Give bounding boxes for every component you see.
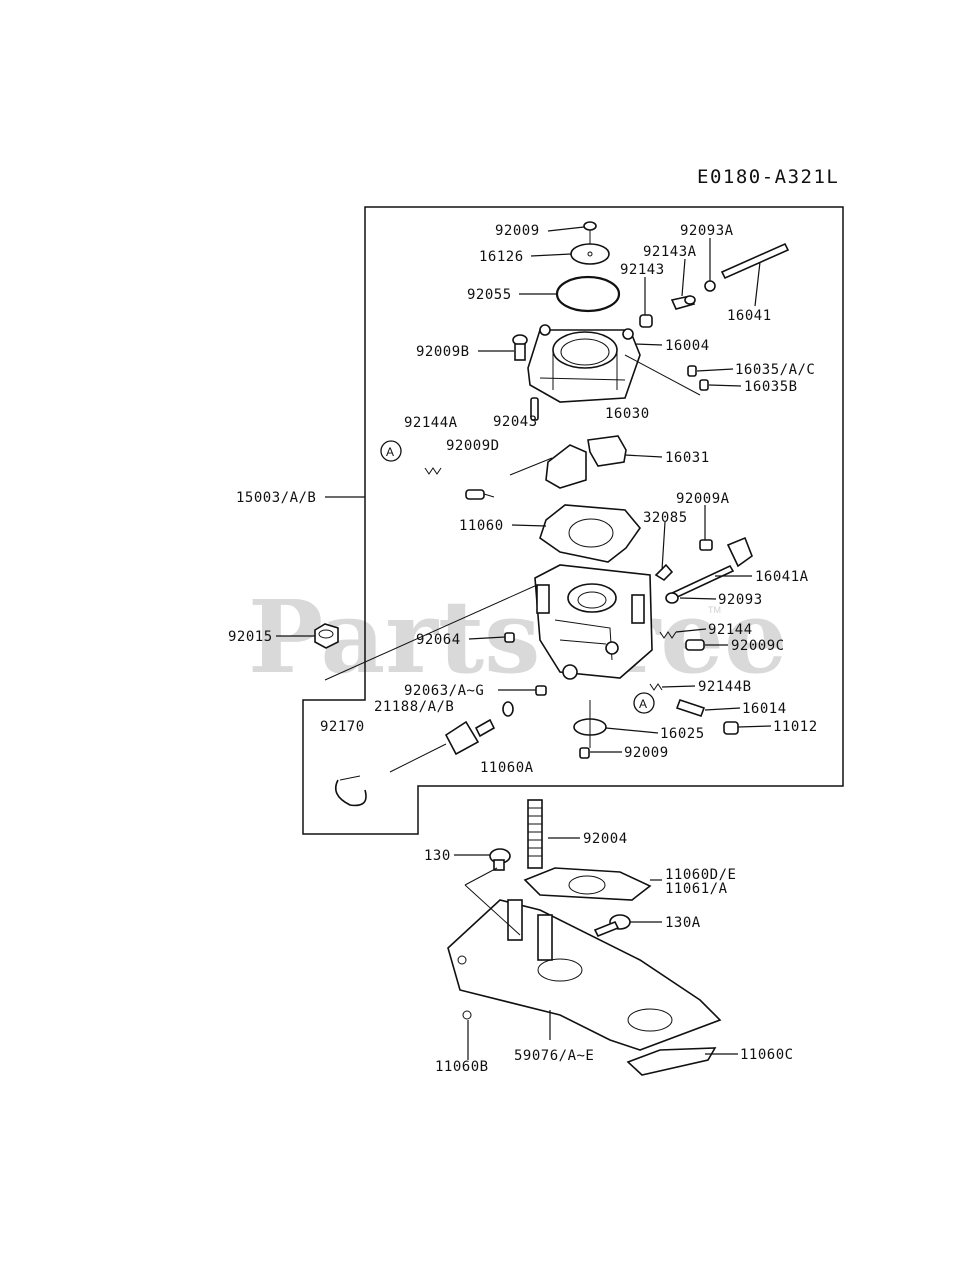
clamp-92170 [334, 775, 367, 807]
guide-line-body [324, 584, 538, 681]
gasket-11060 [539, 504, 642, 563]
plug-16035 [687, 365, 709, 391]
plug-92064 [504, 632, 515, 643]
label-92009D: 92009D [446, 438, 500, 454]
label-92004: 92004 [583, 831, 628, 847]
label-15003-a-b: 15003/A/B [236, 490, 316, 506]
label-16035B: 16035B [744, 379, 798, 395]
shaft-92043b [509, 457, 553, 476]
washer-92093A [704, 280, 716, 292]
label-92009-bottom: 92009 [624, 745, 669, 761]
manifold-59076 [447, 899, 722, 1051]
spring-92144 [659, 631, 677, 639]
screw-92009C [685, 639, 705, 651]
label-16126: 16126 [479, 249, 524, 265]
label-92009B: 92009B [416, 344, 470, 360]
marker-A-body: A [633, 692, 655, 714]
oring-92055 [555, 275, 621, 313]
part-labels: 92009 16126 92055 92009B 92093A 92143A 9… [228, 223, 818, 1075]
leader-lines [276, 226, 772, 1060]
upper-body-16004 [527, 324, 641, 403]
label-11012: 11012 [773, 719, 818, 735]
label-92144B: 92144B [698, 679, 752, 695]
bolt-130A [593, 914, 631, 938]
shaft-92043 [530, 397, 539, 421]
spring-92144B [649, 683, 663, 691]
label-92055: 92055 [467, 287, 512, 303]
marker-A-label: A [386, 445, 394, 459]
washer-92093 [665, 592, 679, 604]
oring-body [562, 664, 578, 680]
label-16014: 16014 [742, 701, 787, 717]
label-16025: 16025 [660, 726, 705, 742]
bushing-92143 [639, 314, 653, 328]
choke-16031 [545, 435, 627, 489]
label-11060B: 11060B [435, 1059, 489, 1075]
label-59076-a-e: 59076/A~E [514, 1048, 594, 1064]
nut-92015 [314, 623, 339, 649]
label-92064: 92064 [416, 632, 461, 648]
pin-92143A [670, 295, 696, 310]
label-130A: 130A [665, 915, 701, 931]
label-92009C: 92009C [731, 638, 785, 654]
cap-11012 [723, 721, 739, 735]
label-92043: 92043 [493, 414, 538, 430]
label-32085: 32085 [643, 510, 688, 526]
label-11060D-E: 11060D/E [665, 867, 736, 883]
watermark-tm: TM [708, 605, 721, 615]
marker-A-label-2: A [639, 697, 647, 711]
label-92093A: 92093A [680, 223, 734, 239]
label-11061-a: 11061/A [665, 881, 728, 897]
gasket-11060A [502, 701, 514, 717]
label-92144: 92144 [708, 622, 753, 638]
label-16041: 16041 [727, 308, 772, 324]
label-16004: 16004 [665, 338, 710, 354]
screw-92009D [465, 489, 495, 500]
gasket-11060DE [523, 867, 652, 901]
screw-16014 [675, 698, 706, 718]
plate-16126 [570, 243, 610, 265]
lever-16041 [720, 242, 790, 280]
bolt-130 [489, 848, 511, 871]
label-92170: 92170 [320, 719, 365, 735]
label-16035-a-c: 16035/A/C [735, 362, 815, 378]
label-92063-a-g: 92063/A~G [404, 683, 484, 699]
label-11060C: 11060C [740, 1047, 794, 1063]
assembly-frame [302, 206, 844, 835]
label-16041A: 16041A [755, 569, 809, 585]
guide-line-130b [464, 884, 521, 936]
label-16030: 16030 [605, 406, 650, 422]
label-21188-a-b: 21188/A/B [374, 699, 454, 715]
label-92009: 92009 [495, 223, 540, 239]
label-16031: 16031 [665, 450, 710, 466]
label-92144A: 92144A [404, 415, 458, 431]
screw-92009-top [583, 221, 597, 244]
spring-92144A [424, 467, 442, 475]
carburetor-body [534, 564, 653, 679]
shaft-line [624, 354, 701, 396]
bowl-plate-16025 [573, 700, 607, 748]
guide-line-130a [464, 867, 498, 886]
label-130: 130 [424, 848, 451, 864]
solenoid-21188 [389, 718, 496, 773]
diagram-reference-code: E0180-A321L [697, 166, 839, 188]
label-92015: 92015 [228, 629, 273, 645]
label-92093: 92093 [718, 592, 763, 608]
marker-A-top: A [380, 440, 402, 462]
label-92143: 92143 [620, 262, 665, 278]
screw-92009B [512, 334, 528, 361]
screw-92009-bottom [579, 747, 590, 759]
label-11060A: 11060A [480, 760, 534, 776]
gasket-11060C [626, 1047, 717, 1076]
screw-92009A [699, 539, 713, 551]
label-11060: 11060 [459, 518, 504, 534]
label-92143A: 92143A [643, 244, 697, 260]
label-92009A: 92009A [676, 491, 730, 507]
jet-92063 [535, 685, 547, 696]
stud-92004 [527, 799, 543, 869]
